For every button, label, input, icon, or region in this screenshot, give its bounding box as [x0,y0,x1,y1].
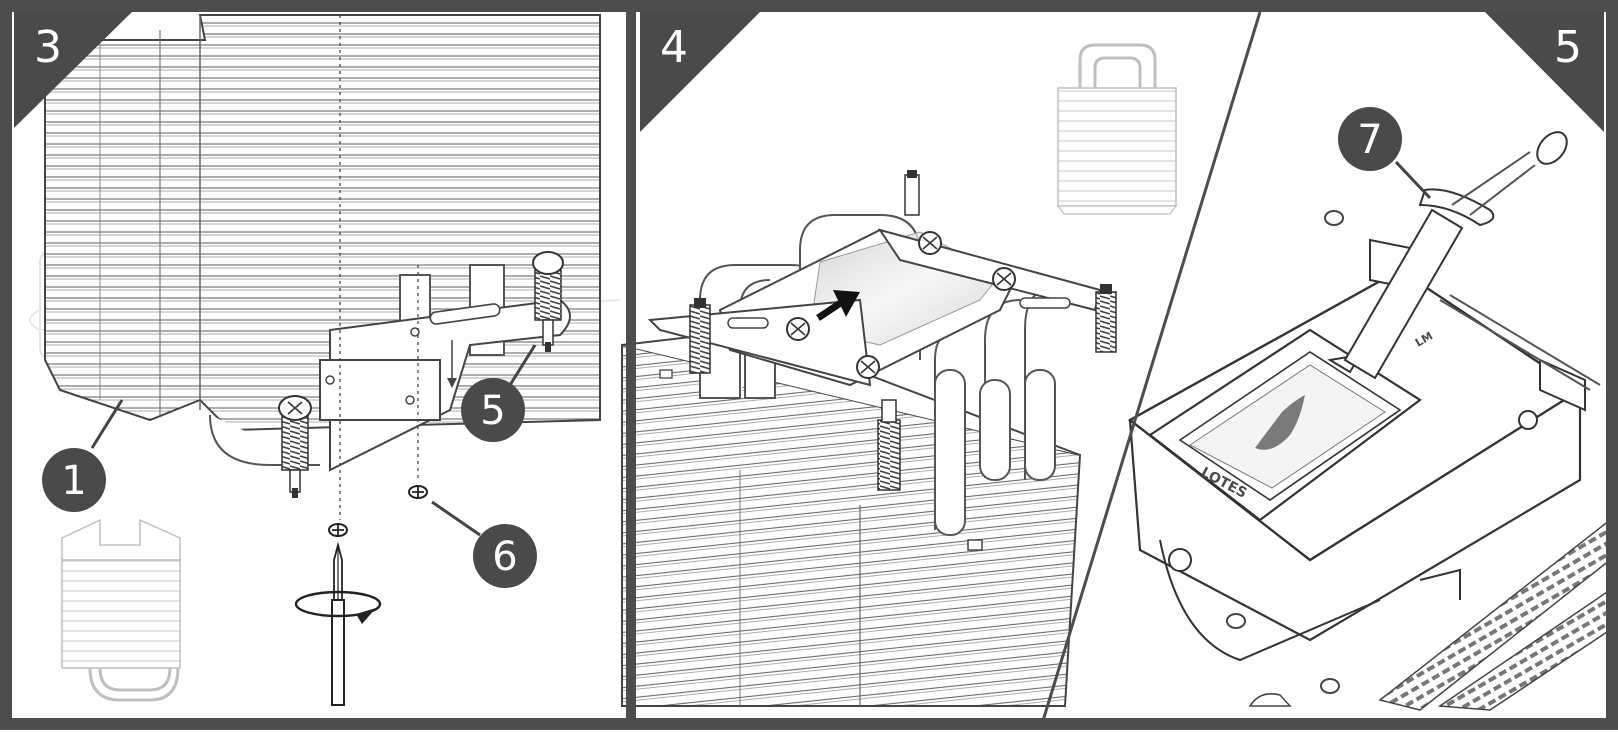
spring-screw-left [278,395,312,498]
thermal-paste-drop-icon [1255,395,1305,450]
spring-posts-step-4 [689,170,1117,491]
callout-7-thermal-paste: 7 [1338,107,1432,200]
motherboard-holes [1226,210,1344,694]
panel-divider-diagonal [1040,11,1262,725]
panel-step-5: LOTES LM 7 5 [1127,12,1611,711]
step-3-badge: 3 [14,12,132,128]
callout-5-label: 5 [480,388,505,434]
dashed-guide-lines [339,15,419,520]
push-arrow-icon [816,290,860,321]
callout-1-cooler: 1 [42,399,124,512]
heatsink-fin-stack-step-4 [621,328,1082,707]
callout-6-screw: 6 [431,500,537,588]
panel-step-3: 1 5 6 3 [14,12,621,706]
spring-screw-right [532,251,564,352]
step-4-number: 4 [660,22,688,73]
callout-5-mounting-bar: 5 [461,344,537,442]
callout-7-label: 7 [1357,117,1382,163]
callout-6-label: 6 [492,534,517,580]
panel-step-4: 4 [621,12,1178,707]
cooler-thumbnail [61,518,181,702]
rotate-clockwise-arrow-icon [294,590,382,624]
mounting-bar [319,298,571,472]
cooler-thumbnail-step-4 [1056,43,1178,215]
step-5-number: 5 [1554,22,1582,73]
step-4-badge: 4 [640,12,760,132]
step-5-badge: 5 [1485,12,1604,132]
callout-1-label: 1 [61,458,86,504]
screw-6 [408,485,428,499]
screwdriver-icon [331,541,345,706]
step-3-number: 3 [34,22,62,73]
thermal-paste-syringe [1327,131,1568,380]
screw-under-cooler [328,523,348,537]
